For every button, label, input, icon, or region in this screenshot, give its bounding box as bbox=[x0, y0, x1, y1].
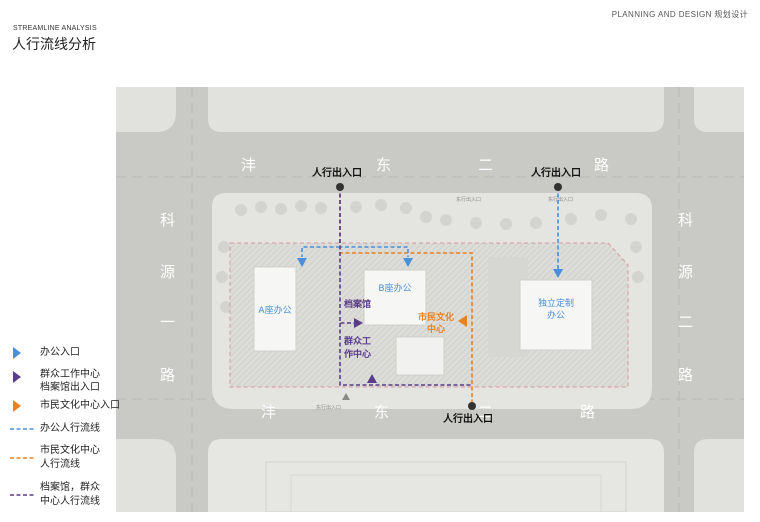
road-char-top-4: 路 bbox=[594, 156, 609, 174]
ped-entrance-label-1: 人行出入口 bbox=[312, 166, 362, 179]
ped-entrance-label-3: 人行出入口 bbox=[443, 412, 493, 425]
tree-band bbox=[216, 199, 644, 313]
road-char-right-2: 源 bbox=[678, 263, 693, 281]
road-char-left-1: 科 bbox=[160, 211, 175, 229]
label-independent-2: 办公 bbox=[547, 309, 565, 321]
archive-flow-line bbox=[339, 187, 472, 386]
ped-entrance-label-2: 人行出入口 bbox=[531, 166, 581, 179]
road-char-bottom-4: 路 bbox=[580, 403, 595, 421]
site-plan-map: 沣 东 二 路 沣 东 二 路 科 源 一 路 科 源 二 路 东行出入口 东行… bbox=[116, 87, 744, 512]
block-top bbox=[208, 87, 664, 132]
road-char-top-3: 二 bbox=[478, 156, 493, 174]
road-char-bottom-1: 沣 bbox=[261, 403, 276, 421]
label-civic-1: 市民文化 bbox=[418, 311, 454, 323]
building-mass-center bbox=[395, 336, 445, 376]
road-char-left-2: 源 bbox=[160, 263, 175, 281]
bottom-block-building-outline bbox=[265, 461, 627, 512]
ped-entrance-dot-1 bbox=[336, 183, 344, 191]
header-right-label: PLANNING AND DESIGN 规划设计 bbox=[611, 10, 748, 19]
office-entry-arrow-independent bbox=[553, 269, 563, 278]
road-char-top-1: 沣 bbox=[241, 156, 256, 174]
label-mass-1: 群众工 bbox=[343, 335, 371, 347]
label-mass-2: 作中心 bbox=[344, 348, 371, 360]
label-archive: 档案馆 bbox=[344, 298, 371, 310]
mass-entry-arrow bbox=[367, 374, 377, 383]
building-b bbox=[363, 269, 427, 326]
road-char-right-4: 路 bbox=[678, 366, 693, 384]
label-civic-2: 中心 bbox=[427, 323, 445, 335]
legend-purple-dashed-line-icon bbox=[10, 494, 36, 496]
road-char-right-3: 二 bbox=[678, 313, 693, 331]
road-char-right-1: 科 bbox=[678, 211, 693, 229]
civic-entry-arrow bbox=[458, 315, 467, 327]
legend-purple-arrow-icon bbox=[13, 371, 21, 383]
header-subtitle-en: STREAMLINE ANALYSIS bbox=[13, 25, 97, 32]
label-independent-1: 独立定制 bbox=[538, 297, 574, 309]
legend-blue-arrow-icon bbox=[13, 347, 21, 359]
archive-entry-arrow bbox=[354, 318, 363, 328]
road-char-left-3: 一 bbox=[160, 313, 175, 331]
road-char-bottom-2: 东 bbox=[374, 403, 389, 421]
block-bottom-left bbox=[116, 439, 176, 512]
block-top-left bbox=[116, 87, 176, 132]
small-label-bottom-entry: 东行出入口 bbox=[316, 404, 341, 411]
legend-orange-arrow-icon bbox=[13, 400, 21, 412]
ped-entrance-dot-2 bbox=[554, 183, 562, 191]
block-top-right bbox=[694, 87, 744, 132]
building-a bbox=[253, 266, 297, 352]
ped-entrance-dot-3 bbox=[468, 402, 476, 410]
small-label-top-entry: 东行出入口 bbox=[456, 196, 481, 203]
block-bottom-right bbox=[694, 439, 744, 512]
building-zone bbox=[230, 243, 628, 387]
road-char-left-4: 路 bbox=[160, 366, 175, 384]
label-building-a: A座办公 bbox=[258, 304, 291, 316]
redline-boundary bbox=[229, 242, 629, 388]
label-building-b: B座办公 bbox=[378, 282, 411, 294]
header-title: 人行流线分析 bbox=[12, 37, 96, 53]
office-entry-arrow-a bbox=[297, 258, 307, 267]
legend-blue-dashed-line-icon bbox=[10, 428, 36, 430]
legend-orange-dashed-line-icon bbox=[10, 457, 36, 459]
small-label-top-right-entry: 东行出入口 bbox=[548, 196, 573, 203]
road-char-top-2: 东 bbox=[376, 156, 391, 174]
office-entry-arrow-b bbox=[403, 258, 413, 267]
building-independent bbox=[519, 279, 593, 351]
road-char-bottom-3: 二 bbox=[478, 403, 493, 421]
vehicle-entry-marker bbox=[342, 393, 350, 400]
